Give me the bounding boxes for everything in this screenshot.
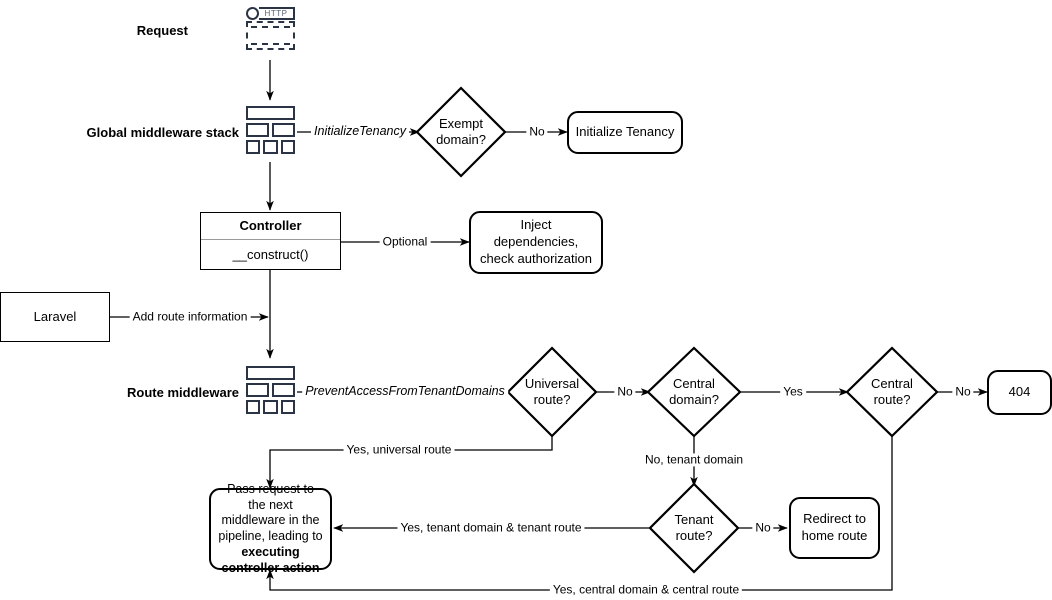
stack-row-full: [246, 366, 295, 380]
node-initialize-tenancy[interactable]: Initialize Tenancy: [567, 111, 683, 154]
route-middleware-stack-icon: [246, 366, 295, 414]
node-inject-dependencies[interactable]: Inject dependencies, check authorization: [469, 211, 603, 274]
stack-row-third: [246, 400, 295, 414]
stack-row-half: [246, 383, 295, 397]
stack-row-full: [246, 106, 295, 120]
stack-row-half: [246, 123, 295, 137]
edge-label-exempt-no: No: [526, 125, 548, 139]
edge-label-universal-no: No: [614, 385, 636, 399]
http-icon-body-line: [251, 26, 290, 28]
http-icon-body: [246, 21, 295, 50]
edge-label-yes-central-domain-central-route: Yes, central domain & central route: [549, 583, 743, 597]
node-404[interactable]: 404: [987, 370, 1052, 415]
global-middleware-stack-icon: [246, 106, 295, 154]
node-redirect-home-route[interactable]: Redirect to home route: [789, 497, 880, 559]
edge-label-central-route-no: No: [952, 385, 974, 399]
node-laravel[interactable]: Laravel: [0, 292, 110, 342]
pass-request-text: Pass request to the next middleware in t…: [217, 482, 324, 577]
edge-label-central-domain-no-tenant: No, tenant domain: [641, 453, 747, 467]
stack-cell: [246, 383, 269, 397]
stack-cell: [280, 400, 295, 414]
http-icon-head: HTTP: [246, 4, 295, 20]
stack-cell: [272, 383, 295, 397]
pass-request-text-bold: executing controller action: [221, 544, 320, 575]
http-icon-protocol-label: HTTP: [259, 7, 295, 20]
decision-central-route-label: Central route?: [871, 375, 913, 407]
decision-tenant-route-label: Tenant route?: [674, 511, 714, 543]
stack-cell: [280, 140, 295, 154]
edge-label-optional: Optional: [379, 235, 431, 249]
decision-central-domain-label: Central domain?: [669, 375, 719, 407]
stack-cell: [263, 400, 278, 414]
http-request-icon: HTTP: [246, 4, 295, 50]
edge-label-yes-tenant-domain-tenant-route: Yes, tenant domain & tenant route: [397, 521, 585, 535]
decision-universal-route-label: Universal route?: [524, 375, 580, 407]
stack-cell: [246, 140, 261, 154]
edge-label-tenant-route-no: No: [752, 521, 774, 535]
decision-exempt-domain-label: Exempt domain?: [436, 115, 486, 147]
stack-cell: [246, 123, 269, 137]
request-label: Request: [136, 23, 188, 38]
edge-label-central-domain-yes: Yes: [780, 385, 806, 399]
stack-cell: [263, 140, 278, 154]
stack-cell: [246, 400, 261, 414]
edge-label-add-route-information: Add route information: [129, 310, 251, 324]
controller-method: __construct(): [232, 247, 309, 262]
stack-row-third: [246, 140, 295, 154]
global-middleware-stack-label: Global middleware stack: [86, 125, 239, 140]
node-controller[interactable]: Controller __construct(): [200, 212, 341, 270]
stack-cell: [272, 123, 295, 137]
edge-label-prevent-access: PreventAccessFromTenantDomains: [302, 384, 508, 399]
stack-cell: [246, 106, 295, 120]
node-pass-request[interactable]: Pass request to the next middleware in t…: [209, 482, 332, 575]
http-icon-circle: [246, 7, 259, 20]
stack-cell: [246, 366, 295, 380]
pass-request-text-plain: Pass request to the next middleware in t…: [218, 481, 323, 543]
controller-title: Controller: [201, 213, 340, 240]
edge-label-yes-universal-route: Yes, universal route: [343, 443, 455, 457]
http-icon-body-line: [251, 43, 290, 45]
edge-label-initialize-tenancy: InitializeTenancy: [311, 124, 409, 139]
route-middleware-label: Route middleware: [127, 385, 239, 400]
